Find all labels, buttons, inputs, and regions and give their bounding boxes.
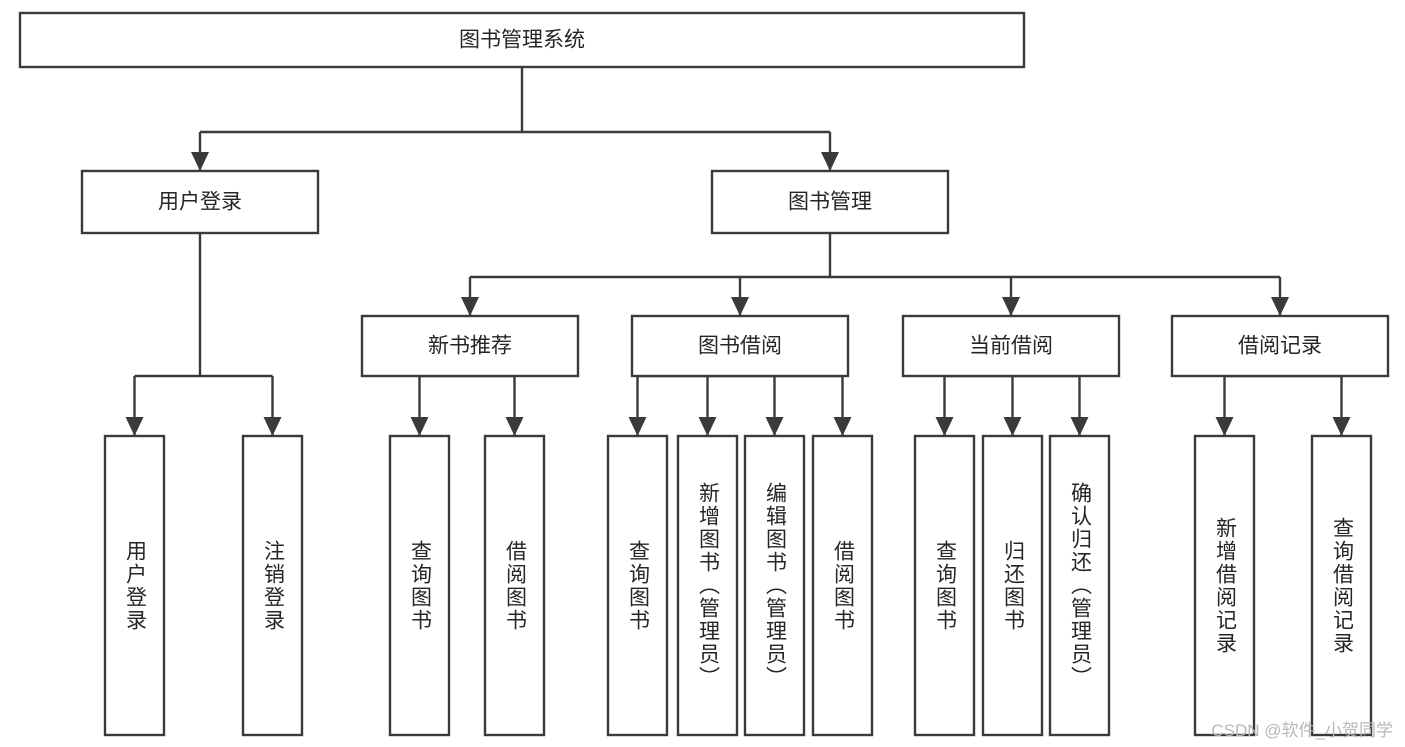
node-box-new-book-recommend[interactable] — [360, 314, 580, 378]
node-box-leaf-return-book[interactable] — [981, 434, 1044, 737]
node-label-user-login: 用户登录 — [158, 191, 242, 214]
node-box-root[interactable] — [18, 11, 1026, 69]
node-label-current-borrow: 当前借阅 — [969, 335, 1053, 358]
node-label-new-book-recommend: 新书推荐 — [428, 335, 512, 358]
arrow-head-to-leaf-borrow-book-1 — [505, 417, 524, 436]
node-box-leaf-query-book-1[interactable] — [388, 434, 451, 737]
arrow-head-to-leaf-add-book — [698, 417, 717, 436]
node-box-book-manage[interactable] — [710, 169, 950, 235]
arrow-head-to-leaf-query-book-3 — [935, 417, 954, 436]
node-box-leaf-borrow-book-2[interactable] — [811, 434, 874, 737]
node-label-borrow-record: 借阅记录 — [1238, 335, 1322, 358]
arrow-head-to-current-borrow — [1002, 297, 1020, 316]
node-box-leaf-add-record[interactable] — [1193, 434, 1256, 737]
node-box-leaf-confirm-return[interactable] — [1048, 434, 1111, 737]
node-box-user-login[interactable] — [80, 169, 320, 235]
node-label-book-borrow: 图书借阅 — [698, 335, 782, 358]
arrow-head-to-leaf-query-book-1 — [410, 417, 429, 436]
arrow-head-to-leaf-add-record — [1215, 417, 1234, 436]
node-box-current-borrow[interactable] — [901, 314, 1121, 378]
node-box-leaf-user-logout[interactable] — [241, 434, 304, 737]
arrow-head-to-user-login — [191, 152, 209, 171]
arrow-head-to-leaf-confirm-return — [1070, 417, 1089, 436]
node-box-book-borrow[interactable] — [630, 314, 850, 378]
arrow-head-to-leaf-return-book — [1003, 417, 1022, 436]
node-box-leaf-edit-book[interactable] — [743, 434, 806, 737]
arrow-head-to-leaf-edit-book — [765, 417, 784, 436]
node-label-book-manage: 图书管理 — [788, 191, 872, 214]
arrow-head-to-book-manage — [821, 152, 839, 171]
arrow-head-to-book-borrow — [731, 297, 749, 316]
arrow-head-to-leaf-query-book-2 — [628, 417, 647, 436]
arrow-head-to-new-book-recommend — [461, 297, 479, 316]
arrow-head-to-borrow-record — [1271, 297, 1289, 316]
arrow-head-to-leaf-borrow-book-2 — [833, 417, 852, 436]
node-box-leaf-user-login[interactable] — [103, 434, 166, 737]
connector-layer — [125, 67, 1351, 436]
node-box-leaf-query-record[interactable] — [1310, 434, 1373, 737]
arrow-head-to-leaf-user-login — [125, 417, 144, 436]
arrow-head-to-leaf-user-logout — [263, 417, 282, 436]
node-box-leaf-query-book-2[interactable] — [606, 434, 669, 737]
node-box-leaf-query-book-3[interactable] — [913, 434, 976, 737]
node-box-leaf-borrow-book-1[interactable] — [483, 434, 546, 737]
box-layer — [18, 11, 1390, 737]
node-box-borrow-record[interactable] — [1170, 314, 1390, 378]
node-label-root: 图书管理系统 — [459, 29, 585, 52]
arrow-head-to-leaf-query-record — [1332, 417, 1351, 436]
node-box-leaf-add-book[interactable] — [676, 434, 739, 737]
